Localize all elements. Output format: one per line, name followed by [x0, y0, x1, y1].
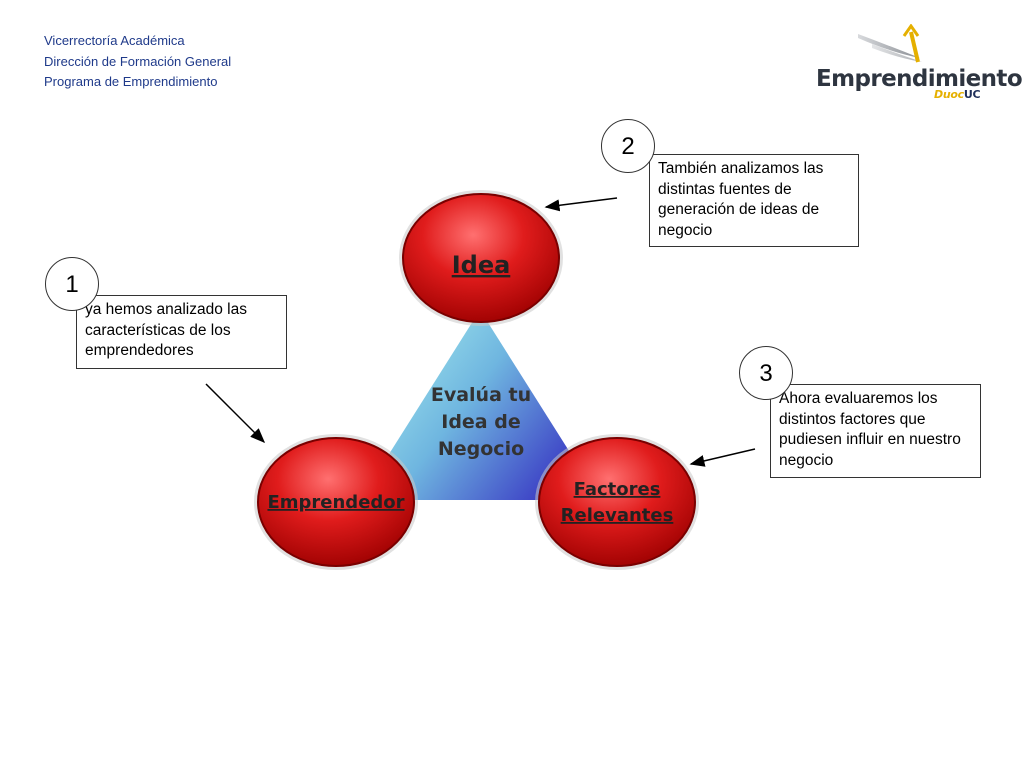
- logo-brand: DuocUC: [934, 88, 981, 101]
- callout-1-box: ya hemos analizado las características d…: [76, 295, 287, 369]
- callout-1-number: 1: [45, 257, 99, 311]
- factores-node-label-line-1: Factores: [574, 479, 661, 500]
- callout-3-text: Ahora evaluaremos los distintos factores…: [779, 390, 961, 469]
- callout-3-box: Ahora evaluaremos los distintos factores…: [770, 384, 981, 478]
- emprendedor-node-label: Emprendedor: [267, 492, 404, 513]
- header-line-vicerrectoria: Vicerrectoría Académica: [44, 33, 185, 48]
- idea-node-label: Idea: [452, 251, 511, 279]
- emprendimiento-logo: Emprendimiento DuocUC: [812, 24, 1023, 106]
- header-line-programa: Programa de Emprendimiento: [44, 74, 218, 89]
- logo-swoosh-icon: [858, 24, 922, 63]
- center-triangle: [360, 310, 600, 500]
- header-text-block: Vicerrectoría Académica Dirección de For…: [44, 31, 231, 93]
- logo-brand-uc: UC: [963, 88, 981, 101]
- logo-wordmark: Emprendimiento: [816, 66, 1023, 92]
- factores-node: [538, 437, 696, 567]
- center-label-line-2: Idea de: [441, 411, 520, 433]
- callout-2-box: También analizamos las distintas fuentes…: [649, 154, 859, 247]
- idea-node: [402, 193, 560, 323]
- callout-2-number: 2: [601, 119, 655, 173]
- callout-1-text: ya hemos analizado las características d…: [85, 301, 247, 359]
- emprendedor-node: [257, 437, 415, 567]
- callout-2-text: También analizamos las distintas fuentes…: [658, 160, 824, 239]
- arrow-2-to-idea: [544, 197, 618, 212]
- center-label-line-3: Negocio: [438, 438, 524, 460]
- logo-brand-duoc: Duoc: [934, 88, 964, 101]
- center-label-line-1: Evalúa tu: [431, 384, 531, 406]
- factores-node-label-line-2: Relevantes: [561, 505, 674, 526]
- header-line-direccion: Dirección de Formación General: [44, 53, 232, 69]
- arrow-3-to-factores: [689, 448, 756, 467]
- arrow-1-to-emprendedor: [205, 383, 266, 444]
- callout-3-number: 3: [739, 346, 793, 400]
